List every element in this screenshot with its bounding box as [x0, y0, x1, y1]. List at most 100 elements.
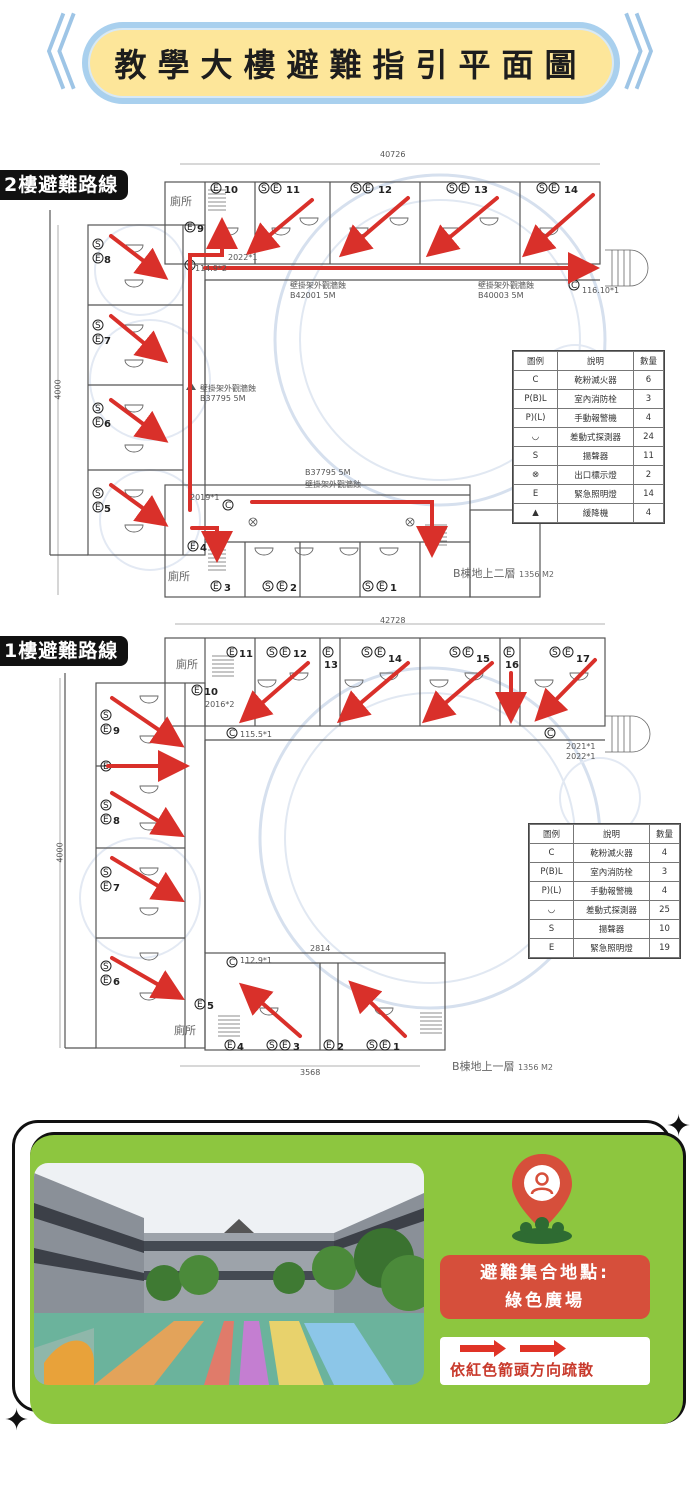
ext-a: 115.5*1 [240, 730, 272, 739]
ext-b: 116.10*1 [582, 286, 620, 295]
svg-text:10: 10 [204, 687, 218, 698]
svg-text:E: E [95, 335, 101, 345]
svg-text:E: E [213, 184, 219, 194]
svg-text:E: E [190, 542, 196, 552]
ext-a: 114.9*2 [195, 264, 227, 273]
svg-text:E: E [326, 1041, 332, 1051]
hydrant-code-1: B42001 5M [290, 291, 336, 300]
svg-text:E: E [187, 223, 193, 233]
floor2-note: B棟地上二層 1356 M2 [453, 567, 554, 580]
floor1-walls [64, 637, 606, 1051]
floor2-evac-arrows [109, 193, 600, 563]
svg-text:S: S [95, 404, 101, 414]
dim-left: 4000 [53, 379, 63, 400]
svg-text:8: 8 [104, 255, 111, 266]
svg-text:E: E [377, 648, 383, 658]
svg-text:S: S [103, 962, 109, 972]
svg-text:2: 2 [337, 1042, 344, 1053]
svg-text:5: 5 [104, 504, 111, 515]
svg-text:2: 2 [290, 583, 297, 594]
floor2-drawing: E S E S E S E S E S E S E S E S E E E E … [49, 163, 649, 598]
svg-text:5: 5 [207, 1001, 214, 1012]
svg-text:S: S [261, 184, 267, 194]
dim-top: 42728 [380, 616, 406, 625]
watermark-seal [273, 173, 607, 507]
svg-text:S: S [103, 801, 109, 811]
svg-text:14: 14 [564, 185, 578, 196]
svg-text:C: C [229, 958, 235, 968]
svg-text:1: 1 [390, 583, 397, 594]
svg-text:E: E [382, 1041, 388, 1051]
floor2-walls [49, 181, 601, 598]
svg-text:C: C [225, 501, 231, 511]
svg-text:S: S [364, 648, 370, 658]
dim-top: 40726 [380, 150, 406, 159]
svg-text:17: 17 [576, 654, 590, 665]
svg-text:S: S [369, 1041, 375, 1051]
svg-text:C: C [571, 281, 577, 291]
svg-text:E: E [194, 686, 200, 696]
svg-text:E: E [551, 184, 557, 194]
svg-text:12: 12 [378, 185, 392, 196]
assembly-line1: 避難集合地點: [480, 1263, 610, 1283]
svg-text:S: S [269, 1041, 275, 1051]
svg-text:7: 7 [113, 883, 120, 894]
svg-text:S: S [269, 648, 275, 658]
svg-text:9: 9 [113, 726, 120, 737]
chevron-left-icon: 《 [12, 6, 78, 103]
svg-text:S: S [539, 184, 545, 194]
floor2-plan: E S E S E S E S E S E S E S E S E E E E … [0, 150, 700, 605]
svg-text:E: E [227, 1041, 233, 1051]
svg-text:E: E [282, 648, 288, 658]
direction-note: 依紅色箭頭方向疏散 [450, 1361, 595, 1379]
svg-text:11: 11 [286, 185, 300, 196]
floor1-plan: E S E E S E S E E S E E S E E S E S E S … [0, 616, 700, 1080]
svg-text:11: 11 [239, 649, 253, 660]
assembly-point-label: 避難集合地點: 綠色廣場 [440, 1255, 650, 1319]
direction-note-box: 依紅色箭頭方向疏散 [440, 1337, 650, 1385]
floor1-toilet-top: 廁所 [176, 658, 198, 671]
svg-text:3: 3 [293, 1042, 300, 1053]
svg-text:E: E [506, 648, 512, 658]
svg-text:S: S [103, 711, 109, 721]
svg-text:6: 6 [113, 977, 120, 988]
svg-text:1: 1 [393, 1042, 400, 1053]
floor1-note: B棟地上一層 1356 M2 [452, 1060, 553, 1073]
year-c: 2022*1 [566, 752, 596, 761]
svg-text:E: E [273, 184, 279, 194]
svg-text:E: E [379, 582, 385, 592]
year-a: 2022*1 [228, 253, 258, 262]
svg-text:E: E [282, 1041, 288, 1051]
svg-text:E: E [103, 762, 109, 772]
sparkle-icon: ✦ [666, 1109, 692, 1144]
svg-text:S: S [103, 868, 109, 878]
dim-left: 4000 [55, 842, 65, 863]
hydrant-code-4: B37795 5M [305, 468, 351, 477]
hydrant-code-3: B37795 5M [200, 394, 246, 403]
svg-text:13: 13 [474, 185, 488, 196]
svg-text:8: 8 [113, 816, 120, 827]
svg-text:S: S [452, 648, 458, 658]
sparkle-icon: ✦ [4, 1403, 30, 1438]
svg-text:6: 6 [104, 419, 111, 430]
speaker-light-symbols: E S E S E S E S E S E S E S E S E E E E … [92, 182, 580, 592]
floor1-stairs [212, 655, 651, 1037]
floor2-tag: 2樓避難路線 [0, 170, 129, 200]
svg-text:9: 9 [197, 224, 204, 235]
svg-text:7: 7 [104, 336, 111, 347]
svg-text:3: 3 [224, 583, 231, 594]
hydrant-label-3: 壁掛架外觀牆蝕 [200, 384, 256, 393]
svg-text:S: S [552, 648, 558, 658]
svg-text:E: E [565, 648, 571, 658]
dim-mid: 2814 [310, 944, 331, 953]
